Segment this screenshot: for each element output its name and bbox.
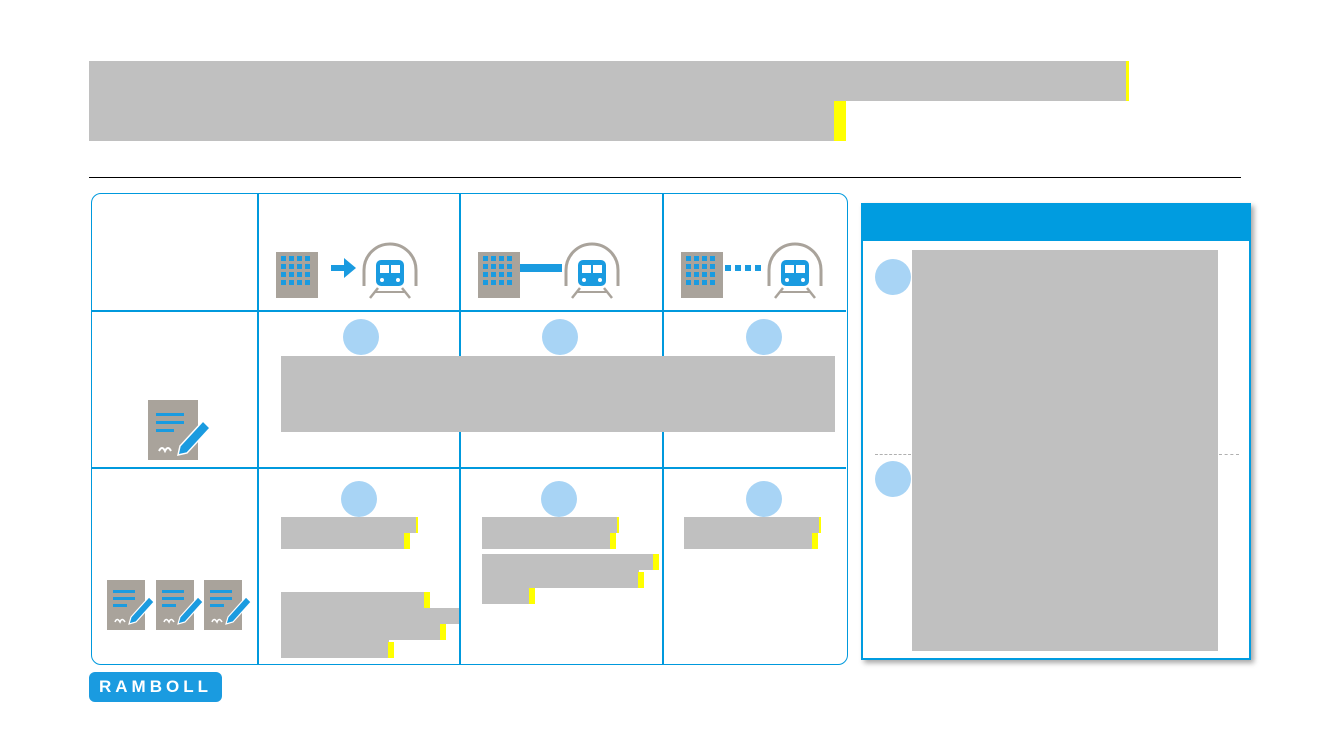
col2-text-line xyxy=(482,588,530,604)
column-divider-1 xyxy=(257,194,259,664)
col2-text-line xyxy=(482,533,611,549)
col1-text-marker xyxy=(404,533,410,549)
ramboll-logo: RAMBOLL xyxy=(89,672,222,702)
metro-train-icon xyxy=(767,242,823,299)
row-divider-2 xyxy=(92,467,846,469)
step-badge-2 xyxy=(542,319,578,355)
step-badge-1 xyxy=(343,319,379,355)
col1-text-marker xyxy=(440,624,446,640)
step-badge-5 xyxy=(541,481,577,517)
col1-text-marker xyxy=(416,517,418,533)
arrow-right-icon xyxy=(331,258,356,278)
building-icon xyxy=(681,252,723,298)
building-icon xyxy=(478,252,520,298)
col3-text-line xyxy=(684,517,821,533)
col1-text-line xyxy=(281,517,418,533)
title-line-2-marker xyxy=(834,101,846,141)
header-cell-dotted-connection xyxy=(681,242,823,299)
row-divider-1 xyxy=(92,310,846,312)
contract-sign-icon xyxy=(156,580,204,630)
building-icon xyxy=(276,252,318,298)
col1-text-marker xyxy=(388,642,394,658)
col2-text-marker xyxy=(653,554,659,570)
title-line-1 xyxy=(89,61,1128,101)
col2-text-marker xyxy=(638,572,644,588)
metro-train-icon xyxy=(564,242,620,299)
solid-link-icon xyxy=(520,264,562,272)
col1-text-line xyxy=(281,592,425,608)
step-badge-4 xyxy=(341,481,377,517)
row-2-description xyxy=(281,356,835,432)
info-badge-2 xyxy=(875,461,911,497)
title-line-2 xyxy=(89,101,834,141)
col1-text-line xyxy=(281,533,405,549)
col2-text-marker xyxy=(610,533,616,549)
info-panel xyxy=(861,203,1251,660)
step-badge-6 xyxy=(746,481,782,517)
col2-text-marker xyxy=(617,517,619,533)
col3-text-marker xyxy=(812,533,818,549)
col2-text-line xyxy=(482,570,639,588)
col1-text-line xyxy=(281,624,441,640)
col1-text-marker xyxy=(424,592,430,608)
info-panel-header xyxy=(863,205,1249,241)
info-panel-body xyxy=(912,250,1218,651)
header-cell-arrow-connection xyxy=(276,242,418,299)
col2-text-line xyxy=(482,554,654,570)
title-line-1-marker xyxy=(1126,61,1129,101)
dotted-link-icon xyxy=(725,265,761,271)
col1-text-line xyxy=(281,640,389,658)
col1-text-line xyxy=(281,608,459,624)
contract-sign-icon xyxy=(107,580,155,630)
header-cell-solid-connection xyxy=(478,242,620,299)
contract-sign-icon xyxy=(204,580,252,630)
col2-text-line xyxy=(482,517,619,533)
multiple-contracts-icons xyxy=(107,580,252,630)
metro-train-icon xyxy=(362,242,418,299)
col3-text-marker xyxy=(819,517,821,533)
header-divider xyxy=(89,177,1241,178)
contract-sign-icon xyxy=(148,400,212,460)
col3-text-line xyxy=(684,533,813,549)
step-badge-3 xyxy=(746,319,782,355)
info-divider xyxy=(875,454,911,455)
col2-text-marker xyxy=(529,588,535,604)
info-badge-1 xyxy=(875,259,911,295)
info-divider xyxy=(1219,454,1239,455)
